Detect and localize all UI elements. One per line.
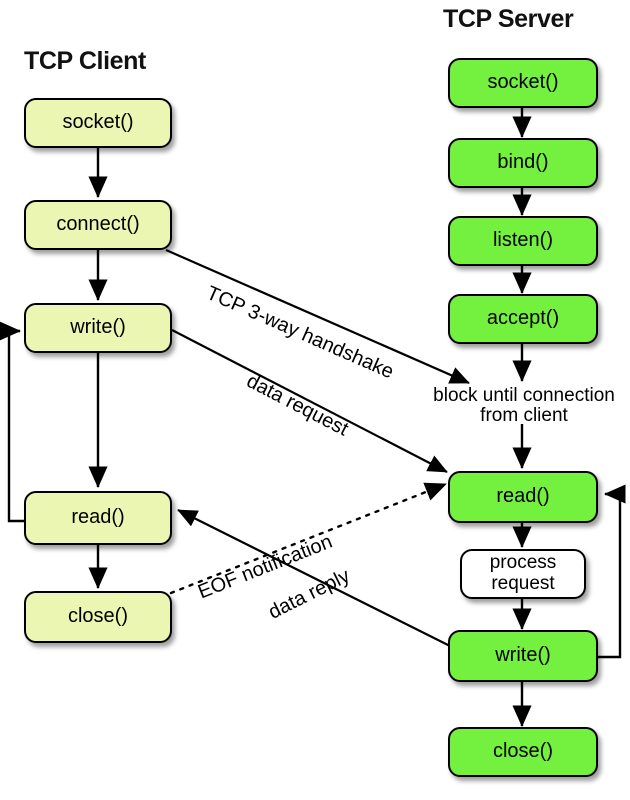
edge-tcp-3way-handshake [165,248,470,385]
node-client-read[interactable]: read() [24,491,172,545]
edge-server-write-loop-to-read [598,484,626,659]
edge-eof-notification [169,482,448,595]
node-server-write[interactable]: write() [448,630,598,682]
page-title-server: TCP Server [443,5,574,33]
edge-client-read-loop-to-write [0,321,24,523]
node-server-socket[interactable]: socket() [448,58,598,108]
node-client-connect[interactable]: connect() [24,200,172,250]
page-title-client: TCP Client [24,47,146,75]
edge-data-reply [177,509,451,647]
node-server-close[interactable]: close() [448,727,598,777]
node-server-read[interactable]: read() [448,471,598,523]
node-server-listen[interactable]: listen() [448,216,598,266]
node-server-bind[interactable]: bind() [448,138,598,188]
node-server-process-request[interactable]: process request [460,549,586,599]
node-client-close[interactable]: close() [24,591,172,643]
edge-data-request [171,329,448,473]
node-server-accept[interactable]: accept() [448,294,598,344]
note-block-until-connection-line1: block until connection [433,385,615,406]
node-client-socket[interactable]: socket() [24,98,172,148]
node-client-write[interactable]: write() [24,303,172,353]
note-block-until-connection-line2: from client [480,405,568,426]
